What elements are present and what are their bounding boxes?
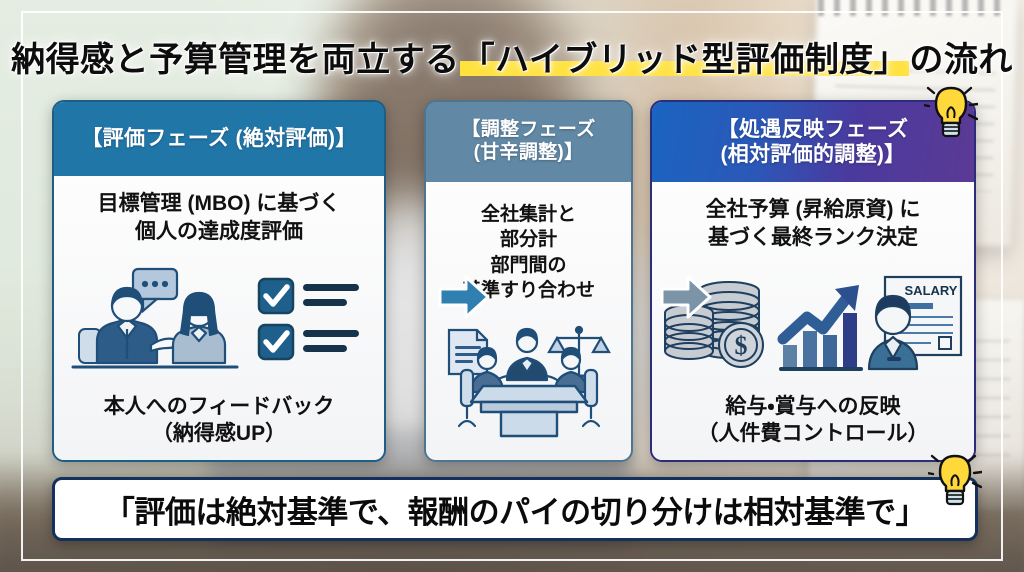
- phase-card-adjustment-lead: 全社集計と 部分計 部門間の 基準すり合わせ: [462, 202, 595, 304]
- phase-card-evaluation-header: 【評価フェーズ (絶対評価)】: [54, 102, 384, 176]
- phase-card-evaluation-lead: 目標管理 (MBO) に基づく 個人の達成度評価: [98, 190, 341, 245]
- two-people-feedback-checklist-icon: [71, 267, 359, 369]
- phase-card-compensation-header-line-1: 【処遇反映フェーズ: [717, 117, 909, 141]
- arrow-phase2-to-phase3: [660, 274, 712, 320]
- page-title-before: 納得感と予算管理を両立する: [11, 41, 460, 79]
- phase-card-adjustment: 【調整フェーズ (甘辛調整)】 全社集計と 部分計 部門間の 基準すり合わせ: [424, 100, 633, 462]
- page-title-highlight: 「ハイブリッド型評価制度」: [459, 41, 910, 79]
- phase-card-adjustment-lead-line-1: 全社集計と: [480, 204, 576, 225]
- phase-card-evaluation-header-line-1: 【評価フェーズ (絶対評価)】: [81, 127, 357, 151]
- meeting-table-document-scales-icon: [447, 325, 611, 438]
- phase-card-evaluation-body: 目標管理 (MBO) に基づく 個人の達成度評価: [54, 176, 384, 460]
- lightbulb-bottom-right: [925, 452, 984, 512]
- salary-slip-label: SALARY: [905, 283, 958, 298]
- phase-card-adjustment-header-line-1: 【調整フェーズ: [461, 119, 596, 141]
- phase-card-evaluation: 【評価フェーズ (絶対評価)】 目標管理 (MBO) に基づく 個人の達成度評価: [52, 100, 386, 462]
- phase-card-row: 【評価フェーズ (絶対評価)】 目標管理 (MBO) に基づく 個人の達成度評価: [52, 100, 976, 462]
- phase-card-adjustment-lead-line-4: 基準すり合わせ: [461, 280, 595, 302]
- phase-card-compensation-tail: 給与・賞与への反映 （人件費コントロール）: [698, 393, 929, 448]
- phase-card-adjustment-header: 【調整フェーズ (甘辛調整)】: [426, 102, 631, 182]
- phase-card-compensation-header: 【処遇反映フェーズ (相対評価的調整)】: [652, 102, 974, 182]
- phase-card-compensation-lead: 全社予算 (昇給原資) に 基づく最終ランク決定: [706, 196, 921, 251]
- phase-card-evaluation-tail: 本人へのフィードバック （納得感UP）: [104, 393, 335, 448]
- phase-card-compensation-tail-line-2: （人件費コントロール）: [697, 422, 929, 446]
- lightbulb-icon: [921, 86, 980, 138]
- phase-card-evaluation-lead-line-1: 目標管理 (MBO) に基づく: [97, 192, 341, 215]
- summary-banner: 「評価は絶対基準で、報酬のパイの切り分けは相対基準で」: [52, 477, 978, 541]
- arrow-phase1-to-phase2: [438, 274, 490, 320]
- phase-card-adjustment-header-line-2: (甘辛調整)】: [473, 142, 584, 163]
- phase-card-compensation-illustration: $: [660, 269, 966, 375]
- page-title-after: の流れ: [909, 41, 1013, 79]
- phase-card-compensation-lead-line-1: 全社予算 (昇給原資) に: [705, 198, 921, 221]
- phase-card-compensation-tail-line-1: 給与・賞与への反映: [725, 394, 901, 418]
- svg-text:$: $: [735, 331, 748, 360]
- lightbulb-icon: [925, 454, 984, 506]
- coins-growth-chart-salary-slip-icon: $: [664, 275, 963, 371]
- phase-card-adjustment-illustration: [434, 318, 623, 438]
- phase-card-adjustment-body: 全社集計と 部分計 部門間の 基準すり合わせ: [426, 182, 631, 460]
- phase-card-compensation-header-line-2: (相対評価的調整)】: [720, 143, 906, 166]
- summary-banner-text: 「評価は絶対基準で、報酬のパイの切り分けは相対基準で」: [103, 494, 927, 530]
- page-title: 納得感と予算管理を両立する「ハイブリッド型評価制度」の流れ: [0, 32, 1024, 81]
- phase-card-evaluation-illustration: [62, 267, 376, 371]
- lightbulb-top-right: [921, 84, 980, 144]
- phase-card-evaluation-tail-line-2: （納得感UP）: [151, 422, 287, 446]
- phase-card-adjustment-lead-line-2: 部分計: [499, 229, 557, 251]
- phase-card-evaluation-lead-line-2: 個人の達成度評価: [135, 219, 303, 243]
- phase-card-evaluation-tail-line-1: 本人へのフィードバック: [103, 394, 335, 418]
- phase-card-compensation-body: 全社予算 (昇給原資) に 基づく最終ランク決定: [652, 182, 974, 460]
- phase-card-compensation: 【処遇反映フェーズ (相対評価的調整)】 全社予算 (昇給原資) に 基づく最終…: [650, 100, 976, 462]
- phase-card-adjustment-lead-line-3: 部門間の: [490, 254, 567, 276]
- phase-card-compensation-lead-line-2: 基づく最終ランク決定: [708, 225, 918, 249]
